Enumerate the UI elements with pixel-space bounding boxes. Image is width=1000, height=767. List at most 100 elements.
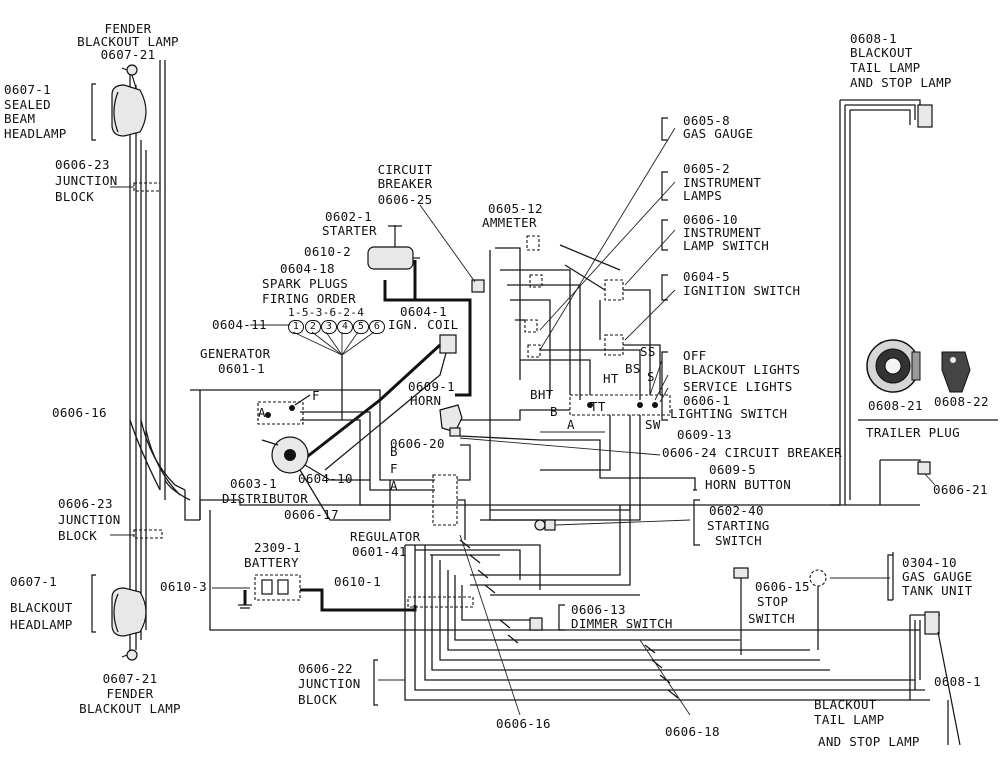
starting-switch-part: 0602-40 xyxy=(709,503,764,518)
generator-f: F xyxy=(312,388,320,403)
p0610-3-label: 0610-3 xyxy=(160,579,207,594)
instrument-lamps-label-1: INSTRUMENT xyxy=(683,175,762,190)
spark-plugs-part: 0604-18 xyxy=(280,261,335,276)
distributor-shape xyxy=(261,436,309,474)
p0606-20-label: 0606-20 xyxy=(390,436,445,451)
dimmer-switch-part: 0606-13 xyxy=(571,602,626,617)
tank-unit-part: 0304-10 xyxy=(902,555,957,570)
headlamp-label-3: HEADLAMP xyxy=(4,126,67,141)
switch-bs: BS xyxy=(625,361,641,376)
tail-lamp-bottom-label-2: TAIL LAMP xyxy=(814,712,885,727)
fender-lamp-top-part: 0607-21 xyxy=(100,47,156,62)
gas-gauge-shape xyxy=(529,274,543,288)
tail-lamp-top-label-1: BLACKOUT xyxy=(850,45,913,60)
p0606-21-label: 0606-21 xyxy=(933,482,988,497)
instrument-lamp-switch-shape xyxy=(604,279,624,301)
battery-part: 2309-1 xyxy=(254,540,301,555)
junction-top-label-1: JUNCTION xyxy=(55,173,118,188)
instrument-lamp-shape xyxy=(524,319,538,333)
fender-lamp-top-shape xyxy=(121,64,138,89)
blackout-headlamp-shape xyxy=(111,587,147,637)
p0604-11-label: 0604-11 xyxy=(212,317,267,332)
instrument-lamps-part: 0605-2 xyxy=(683,161,730,176)
circuit-breaker-25-shape xyxy=(471,279,485,293)
tank-unit-label-1: GAS GAUGE xyxy=(902,569,973,584)
spark-plugs-label-2: FIRING ORDER xyxy=(262,291,356,306)
ammeter-part: 0605-12 xyxy=(488,201,543,216)
trailer-plug-label: TRAILER PLUG xyxy=(866,425,960,440)
generator-a: A xyxy=(258,405,266,420)
switch-ss: SS xyxy=(640,344,656,359)
instrument-lamp-2-shape xyxy=(527,344,541,358)
switch-a: A xyxy=(567,417,575,432)
tail-lamp-bottom-label-1: BLACKOUT xyxy=(814,697,877,712)
dimmer-switch-label: DIMMER SWITCH xyxy=(571,616,673,631)
ignition-coil-label: IGN. COIL xyxy=(388,317,459,332)
starting-switch-shape xyxy=(534,519,556,531)
regulator-label: REGULATOR xyxy=(350,529,421,544)
spark-plugs-label-1: SPARK PLUGS xyxy=(262,276,349,291)
junction-top-label-2: BLOCK xyxy=(55,189,95,204)
distributor-part: 0603-1 xyxy=(230,476,277,491)
blackout-headlamp-label-2: HEADLAMP xyxy=(10,617,73,632)
trailer-receptacle-shape xyxy=(866,339,921,393)
plug-5: 5 xyxy=(353,320,369,334)
ignition-coil-part: 0604-1 xyxy=(400,304,447,319)
junction-block-22-label-1: JUNCTION xyxy=(298,676,361,691)
starting-switch-label-1: STARTING xyxy=(707,518,770,533)
headlamp-label-2: BEAM xyxy=(4,111,36,126)
lighting-switch-part: 0606-1 xyxy=(683,393,730,408)
regulator-shape xyxy=(432,474,458,526)
ignition-switch-shape xyxy=(604,334,624,356)
p0604-10-label: 0604-10 xyxy=(298,471,353,486)
junction-mid-part: 0606-23 xyxy=(58,496,113,511)
regulator-part: 0601-41 xyxy=(352,544,407,559)
ammeter-label: AMMETER xyxy=(482,215,537,230)
stop-switch-label-2: SWITCH xyxy=(748,611,795,626)
junction-block-22-part: 0606-22 xyxy=(298,661,353,676)
p0610-1-label: 0610-1 xyxy=(334,574,381,589)
distributor-label: DISTRIBUTOR xyxy=(222,491,309,506)
starter-shape xyxy=(367,225,420,270)
tank-unit-label-2: TANK UNIT xyxy=(902,583,973,598)
switch-sw: SW xyxy=(645,417,661,432)
instrument-lamp-switch-label-2: LAMP SWITCH xyxy=(683,238,770,253)
switch-off: OFF xyxy=(683,348,707,363)
plug-2: 2 xyxy=(305,320,321,334)
p0606-16-bottom-label: 0606-16 xyxy=(496,716,551,731)
ignition-switch-part: 0604-5 xyxy=(683,269,730,284)
p0610-2-label: 0610-2 xyxy=(304,244,351,259)
regulator-b: B xyxy=(390,444,398,459)
stop-switch-label-1: STOP xyxy=(757,594,789,609)
trailer-plug-shape xyxy=(941,351,971,393)
generator-shape xyxy=(257,401,304,425)
headlamp-label-1: SEALED xyxy=(4,97,51,112)
gas-gauge-label: GAS GAUGE xyxy=(683,126,754,141)
blackout-headlamp-part: 0607-1 xyxy=(10,574,57,589)
ignition-coil-shape xyxy=(439,334,457,354)
fender-lamp-top-label-2: BLACKOUT LAMP xyxy=(77,34,179,49)
tail-lamp-bottom-shape xyxy=(924,611,961,746)
junction-mid-label-1: JUNCTION xyxy=(58,512,121,527)
switch-bht: BHT xyxy=(530,387,554,402)
firing-order: 1-5-3-6-2-4 xyxy=(288,306,365,319)
tank-unit-shape xyxy=(809,569,827,587)
tail-lamp-top-part: 0608-1 xyxy=(850,31,897,46)
plug-1: 1 xyxy=(288,320,304,334)
trailer-receptacle-part: 0608-21 xyxy=(868,398,923,413)
stop-switch-shape xyxy=(733,567,749,655)
sealed-beam-headlamp-shape xyxy=(111,84,147,137)
plug-3: 3 xyxy=(321,320,337,334)
regulator-f: F xyxy=(390,461,398,476)
junction-mid-label-2: BLOCK xyxy=(58,528,98,543)
horn-part: 0609-1 xyxy=(408,379,455,394)
starting-switch-label-2: SWITCH xyxy=(715,533,762,548)
cb25-label-2: BREAKER xyxy=(377,176,433,191)
p0606-17-label: 0606-17 xyxy=(284,507,339,522)
generator-part: 0601-1 xyxy=(218,361,265,376)
generator-label: GENERATOR xyxy=(200,346,271,361)
trailer-socket-junction xyxy=(917,461,936,486)
tail-lamp-bottom-part: 0608-1 xyxy=(934,674,981,689)
